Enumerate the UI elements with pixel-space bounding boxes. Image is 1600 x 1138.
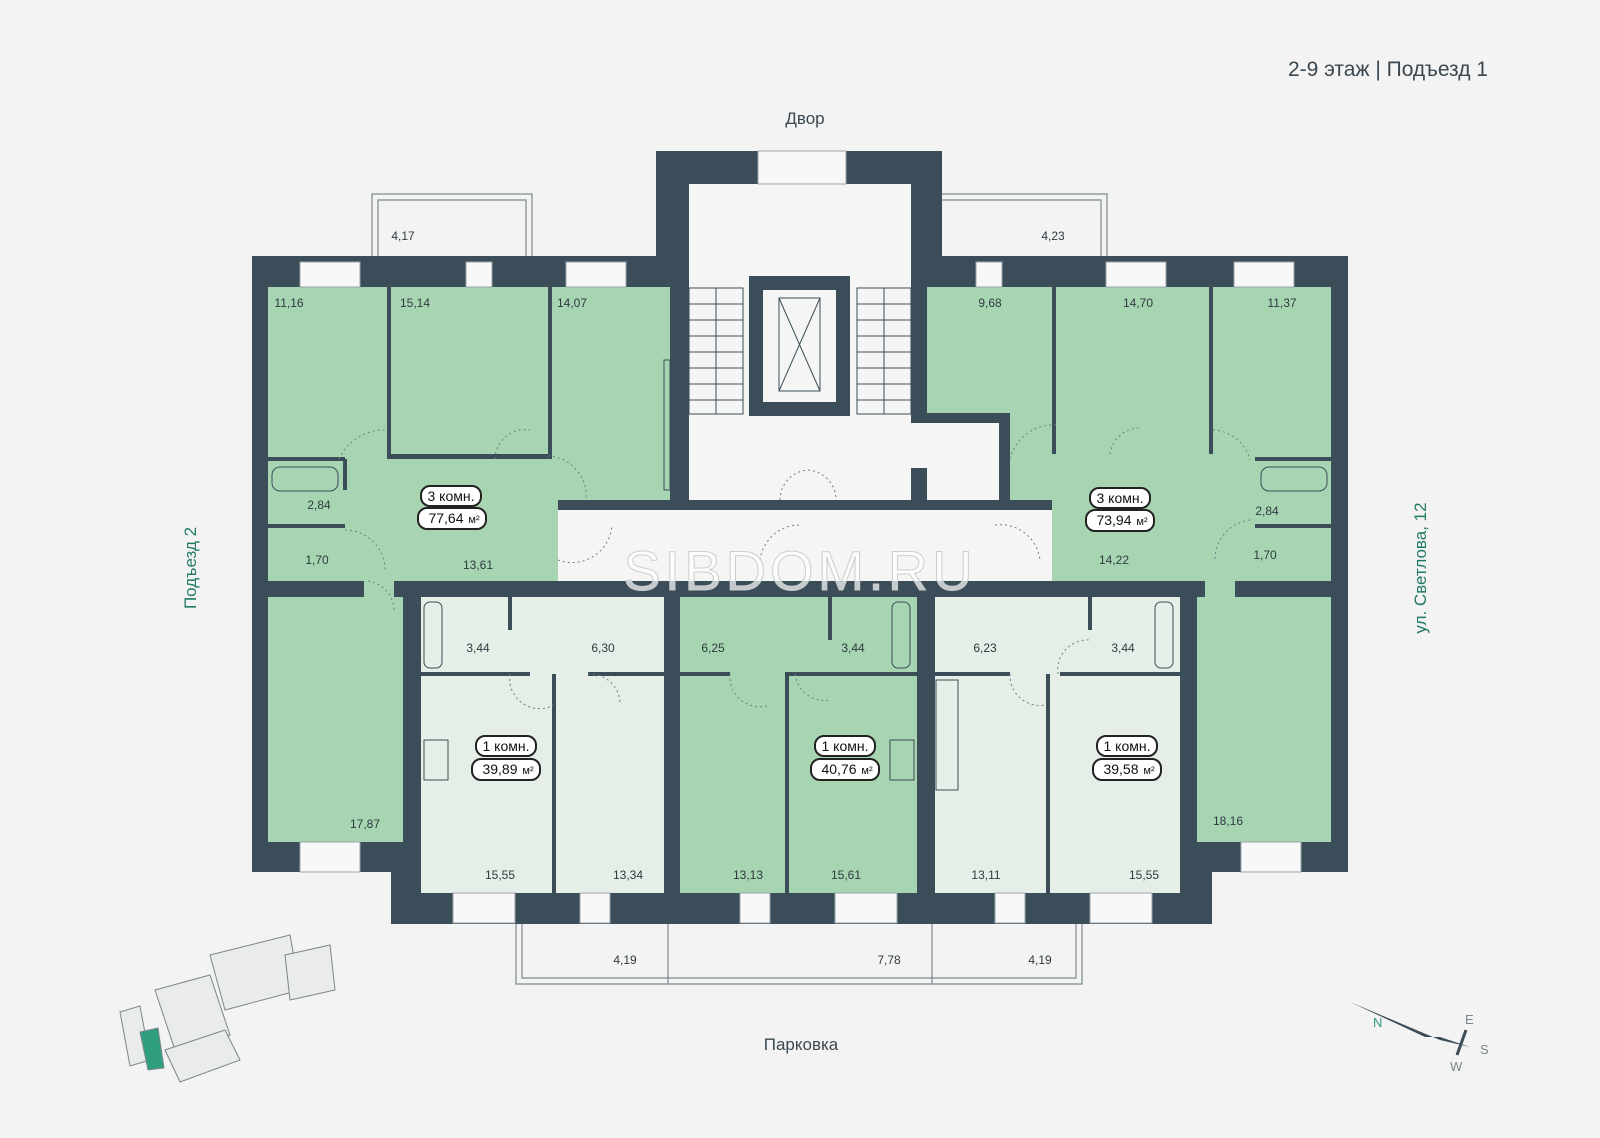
room-area-label: 6,23 (973, 641, 997, 655)
room-area-label: 18,16 (1213, 814, 1243, 828)
label-parking: Парковка (764, 1035, 839, 1054)
room-area-label: 13,61 (463, 558, 493, 572)
room-area-label: 4,19 (1028, 953, 1052, 967)
room-area-label: 2,84 (307, 498, 331, 512)
stair-core (557, 184, 1052, 581)
room-area-label: 11,16 (274, 296, 303, 310)
room-area-label: 3,44 (1111, 641, 1135, 655)
room-area-label: 15,55 (1129, 868, 1159, 882)
stairs-right (856, 287, 912, 415)
building-location-thumbnail (119, 934, 336, 1083)
balconies (371, 193, 1108, 985)
room-area-label: 14,22 (1099, 553, 1129, 567)
apartment-badge-39-58[interactable]: 1 комн. 39,58 м² (1092, 735, 1162, 781)
room-area-label: м² (468, 514, 480, 526)
room-area-label: 3 комн. (428, 488, 475, 504)
room-areas-apartment-5: 6,23 3,44 13,11 15,55 4,19 (971, 641, 1159, 967)
room-area-label: 9,68 (978, 296, 1002, 310)
room-area-label: 4,19 (613, 953, 637, 967)
room-area-label: 1,70 (1253, 548, 1277, 562)
compass-south: S (1480, 1042, 1489, 1057)
room-areas-apartment-3: 3,44 6,30 15,55 13,34 4,19 (466, 641, 643, 967)
room-area-label: 14,07 (557, 296, 587, 310)
watermark: SIBDOM.RU (623, 539, 976, 602)
room-area-label: 3,44 (466, 641, 490, 655)
apartment-1room-left[interactable] (421, 597, 664, 893)
room-areas-apartment-1: 11,16 15,14 14,07 4,17 2,84 1,70 13,61 1… (274, 229, 587, 831)
compass: N E S W (1350, 1002, 1489, 1074)
room-area-label: 3 комн. (1097, 490, 1144, 506)
room-area-label: 13,11 (971, 868, 1000, 882)
apartment-3room-right[interactable] (927, 287, 1331, 842)
room-area-label: 7,78 (877, 953, 901, 967)
room-area-label: 11,37 (1267, 296, 1296, 310)
label-entrance-2: Подъезд 2 (181, 527, 200, 609)
room-area-label: 4,17 (391, 229, 415, 243)
label-courtyard: Двор (785, 109, 824, 128)
room-area-label: 4,23 (1041, 229, 1065, 243)
room-area-label: 39,89 (482, 761, 517, 777)
compass-west: W (1450, 1059, 1463, 1074)
label-street: ул. Светлова, 12 (1411, 502, 1430, 633)
room-area-label: м² (861, 765, 873, 777)
room-area-label: 1 комн. (1104, 738, 1151, 754)
room-area-label: 17,87 (350, 817, 380, 831)
apartment-badge-73-94[interactable]: 3 комн. 73,94 м² (1085, 487, 1155, 532)
room-area-label: 6,30 (591, 641, 615, 655)
room-area-label: 14,70 (1123, 296, 1153, 310)
room-area-label: м² (522, 765, 534, 777)
room-area-label: 15,61 (831, 868, 861, 882)
room-areas-apartment-2: 4,23 9,68 14,70 11,37 2,84 1,70 14,22 18… (978, 229, 1297, 828)
room-area-label: 40,76 (821, 761, 856, 777)
apartment-badge-40-76[interactable]: 1 комн. 40,76 м² (810, 735, 880, 781)
floor-title: 2-9 этаж | Подъезд 1 (1288, 58, 1488, 81)
apartment-badge-77-64[interactable]: 3 комн. 77,64 м² (417, 485, 487, 530)
room-area-label: 3,44 (841, 641, 865, 655)
room-area-label: 73,94 (1096, 512, 1131, 528)
room-area-label: 77,64 (428, 510, 463, 526)
room-area-label: 1 комн. (822, 738, 869, 754)
room-area-label: 15,14 (400, 296, 430, 310)
stairs-left (688, 287, 744, 415)
room-area-label: 13,34 (613, 868, 643, 882)
apartment-3room-left[interactable] (268, 287, 671, 842)
room-area-label: 1,70 (305, 553, 329, 567)
room-area-label: м² (1136, 516, 1148, 528)
room-area-label: 15,55 (485, 868, 515, 882)
compass-east: E (1465, 1012, 1474, 1027)
room-area-label: 2,84 (1255, 504, 1279, 518)
room-area-label: 6,25 (701, 641, 725, 655)
compass-north: N (1373, 1015, 1382, 1030)
apartment-1room-middle[interactable] (680, 597, 917, 893)
room-area-label: 39,58 (1103, 761, 1138, 777)
windows (299, 150, 1302, 924)
room-area-label: 13,13 (733, 868, 763, 882)
room-area-label: 1 комн. (483, 738, 530, 754)
room-area-label: м² (1143, 765, 1155, 777)
room-areas-apartment-4: 6,25 3,44 13,13 15,61 7,78 (701, 641, 901, 967)
apartment-badge-39-89[interactable]: 1 комн. 39,89 м² (471, 735, 541, 781)
